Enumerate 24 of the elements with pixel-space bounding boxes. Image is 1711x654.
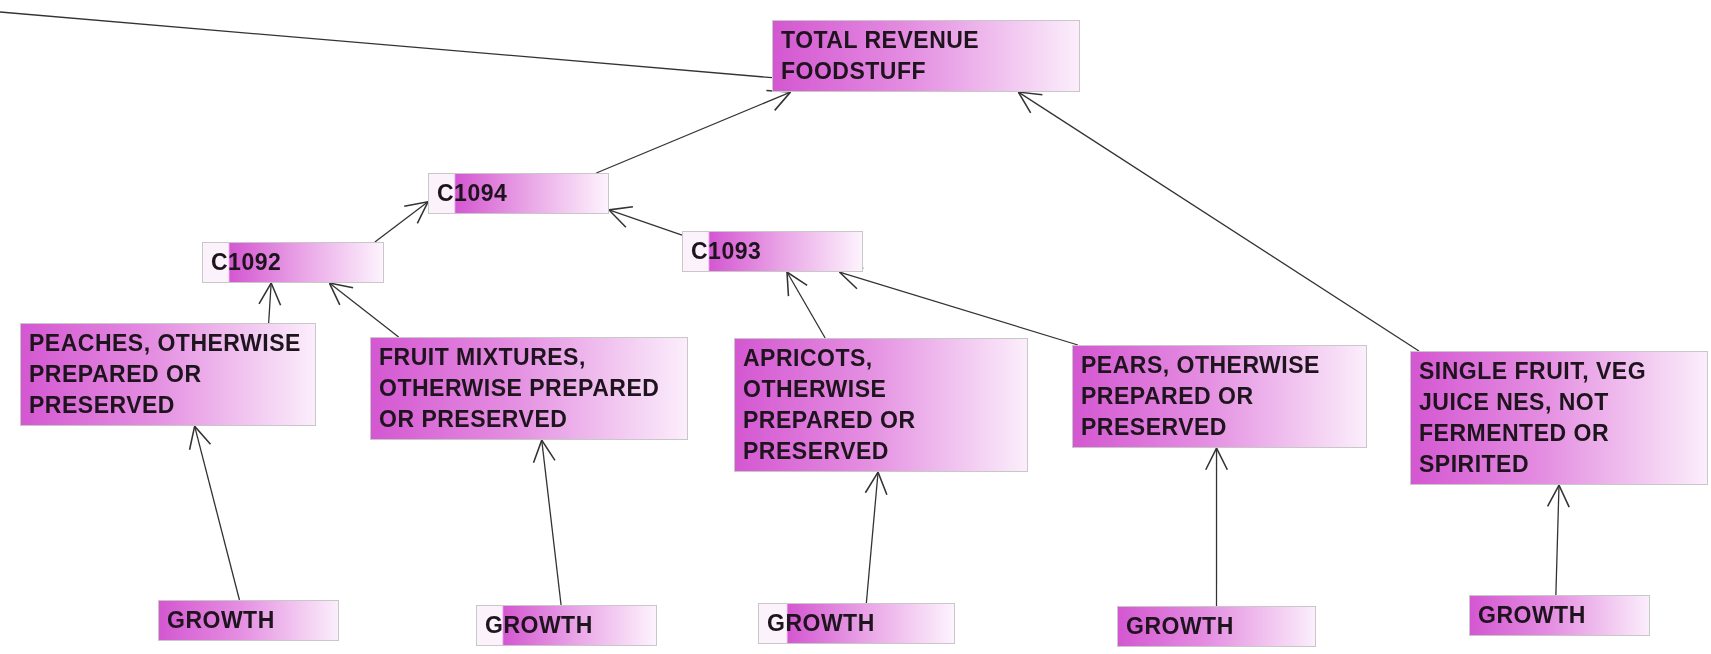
arrow (1017, 91, 1420, 352)
category-box: PEARS, OTHERWISE PREPARED OR PRESERVED (1072, 345, 1367, 449)
arrow (374, 200, 429, 243)
arrow (328, 282, 400, 338)
line (0, 11, 773, 79)
arrow (1204, 447, 1229, 607)
arrow (864, 471, 888, 604)
category-box: TOTAL REVENUE FOODSTUFF (772, 20, 1080, 93)
arrow (188, 425, 241, 601)
arrow (786, 271, 826, 339)
arrow (258, 282, 282, 324)
category-box: GROWTH (758, 603, 955, 645)
arrow (532, 439, 562, 606)
category-box: SINGLE FRUIT, VEG JUICE NES, NOT FERMENTED OR SPIRITED (1410, 351, 1708, 486)
category-box: GROWTH (158, 600, 339, 642)
category-box: GROWTH (1117, 606, 1316, 648)
category-box: FRUIT MIXTURES, OTHERWISE PREPARED OR PRESERVED (370, 337, 688, 441)
category-box: APRICOTS, OTHERWISE PREPARED OR PRESERVED (734, 338, 1028, 473)
category-box: PEACHES, OTHERWISE PREPARED OR PRESERVED (20, 323, 316, 427)
arrow (595, 89, 792, 174)
arrow (1546, 484, 1570, 596)
arrow (608, 206, 683, 236)
category-box: GROWTH (476, 605, 657, 647)
category-box: GROWTH (1469, 595, 1650, 637)
